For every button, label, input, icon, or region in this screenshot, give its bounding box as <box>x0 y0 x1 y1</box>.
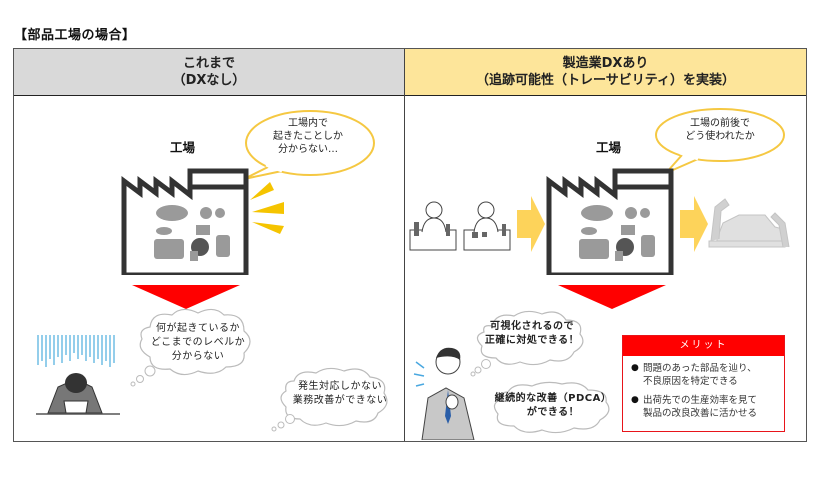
workers-assembly-icon <box>409 201 511 251</box>
header-title: これまで <box>182 56 235 71</box>
bullet-icon: ● <box>631 395 639 405</box>
thought-cloud-text: 継続的な改善（PDCA） ができる！ <box>492 392 614 420</box>
speech-line: どう使われたか <box>685 131 755 142</box>
header-title: 製造業DXあり <box>562 56 649 71</box>
confident-worker-icon <box>413 347 475 440</box>
speech-bubble-text: 工場内で 起きたことしか 分からない… <box>248 117 368 156</box>
bullet-icon: ● <box>631 363 639 373</box>
thought-line: 継続的な改善（PDCA） <box>494 393 612 404</box>
factory-icon <box>546 168 674 275</box>
arrow-down-icon <box>558 285 666 309</box>
flow-arrow-icon <box>680 196 708 252</box>
page-title: 【部品工場の場合】 <box>14 28 136 43</box>
merit-item-text: 問題のあった部品を辿り、 不良原因を特定できる <box>643 362 757 388</box>
speech-line: 起きたことしか <box>273 131 343 142</box>
alert-burst-icon <box>250 182 284 234</box>
machine-parts-icon <box>154 205 230 261</box>
merit-line: 出荷先での生産効率を見て <box>643 395 758 406</box>
merit-box: メリット ● 問題のあった部品を辿り、 不良原因を特定できる ● 出荷先での生産… <box>622 335 785 432</box>
merit-line: 製品の改良改善に活かせる <box>643 408 758 419</box>
factory-label: 工場 <box>596 140 622 155</box>
factory-label: 工場 <box>170 140 196 155</box>
thought-cloud-text: 可視化されるので 正確に対処できる！ <box>478 320 586 348</box>
car-assembly-robot-icon <box>708 198 790 248</box>
merit-line: 不良原因を特定できる <box>643 376 738 387</box>
speech-bubble-text: 工場の前後で どう使われたか <box>660 117 780 143</box>
merit-line: 問題のあった部品を辿り、 <box>643 363 757 374</box>
thought-line: ができる！ <box>526 407 580 418</box>
factory-icon <box>121 168 249 275</box>
column-header-with-dx: 製造業DXあり （追跡可能性（トレーサビリティ）を実装） <box>405 49 806 96</box>
thought-cloud-icon <box>130 308 251 387</box>
thought-line: どこまでのレベルか <box>150 337 246 348</box>
header-subtitle: （追跡可能性（トレーサビリティ）を実装） <box>476 73 735 88</box>
merit-list: ● 問題のあった部品を辿り、 不良原因を特定できる ● 出荷先での生産効率を見て… <box>623 356 784 420</box>
thought-line: 業務改善ができない <box>292 395 388 406</box>
merit-item-text: 出荷先での生産効率を見て 製品の改良改善に活かせる <box>643 394 757 420</box>
thought-line: 何が起きているか <box>156 323 240 334</box>
thought-cloud-icon <box>493 381 610 434</box>
comparison-table: これまで （DXなし） 製造業DXあり （追跡可能性（トレーサビリティ）を実装） <box>13 48 807 442</box>
thought-cloud-icon <box>271 367 388 432</box>
thought-cloud-icon <box>470 310 584 377</box>
speech-line: 工場内で <box>288 118 328 129</box>
flow-arrow-icon <box>517 196 545 252</box>
speech-line: 工場の前後で <box>690 118 750 129</box>
header-subtitle: （DXなし） <box>172 73 246 88</box>
column-with-dx: 製造業DXあり （追跡可能性（トレーサビリティ）を実装） <box>405 49 806 441</box>
speech-bubble-icon <box>243 110 375 180</box>
merit-item: ● 問題のあった部品を辿り、 不良原因を特定できる <box>623 362 784 388</box>
thought-line: 正確に対処できる！ <box>484 335 580 346</box>
worried-worker-icon <box>36 335 120 415</box>
column-header-without-dx: これまで （DXなし） <box>14 49 404 96</box>
machine-parts-icon <box>579 205 655 261</box>
speech-line: 分からない… <box>278 144 338 155</box>
thought-cloud-text: 何が起きているか どこまでのレベルか 分からない <box>143 322 253 364</box>
merit-item: ● 出荷先での生産効率を見て 製品の改良改善に活かせる <box>623 394 784 420</box>
arrow-down-icon <box>132 285 240 309</box>
thought-line: 分からない <box>171 351 225 362</box>
thought-line: 可視化されるので <box>490 321 574 332</box>
merit-title: メリット <box>623 336 784 356</box>
column-without-dx: これまで （DXなし） <box>14 49 405 441</box>
thought-cloud-text: 発生対応しかない 業務改善ができない <box>290 380 390 408</box>
thought-line: 発生対応しかない <box>298 381 382 392</box>
